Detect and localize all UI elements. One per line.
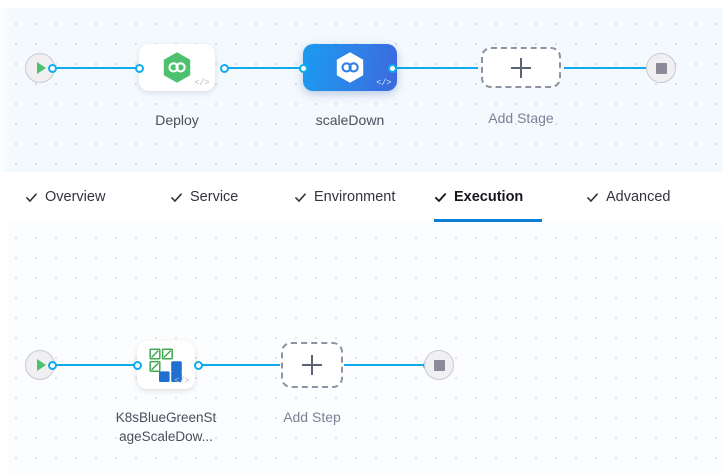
- tab-execution[interactable]: Execution: [434, 172, 542, 222]
- stage-graph-canvas[interactable]: </> Deploy </> scaleDown Add Stage: [0, 8, 723, 172]
- stage-node-scaledown-label: scaleDown: [315, 112, 385, 128]
- plus-icon: [511, 57, 531, 78]
- stage-scaledown-input-port[interactable]: [298, 63, 308, 73]
- harness-cd-hexagon-icon: [336, 52, 364, 83]
- stage-deploy-input-port[interactable]: [134, 63, 144, 73]
- step-input-port[interactable]: [132, 360, 142, 370]
- tab-advanced[interactable]: Advanced: [586, 172, 698, 222]
- stage-node-deploy[interactable]: </>: [139, 44, 215, 91]
- tab-advanced-label: Advanced: [606, 189, 671, 205]
- code-badge-icon[interactable]: </>: [174, 376, 189, 386]
- stage-start-output-port[interactable]: [48, 63, 57, 73]
- play-icon: [37, 62, 46, 74]
- plus-icon: [302, 355, 322, 375]
- step-output-port[interactable]: [193, 360, 203, 370]
- tab-environment[interactable]: Environment: [294, 172, 414, 222]
- k8s-scale-down-icon: [149, 348, 182, 382]
- step-node-label-line1: K8sBlueGreenSt: [115, 410, 217, 425]
- tab-service-label: Service: [190, 189, 239, 205]
- tab-overview-label: Overview: [45, 189, 106, 205]
- edge-start-to-deploy: [52, 67, 146, 69]
- stage-config-tabbar: Overview Service Environment Execution A: [0, 172, 723, 223]
- edge-start-to-step: [52, 364, 140, 366]
- add-stage-label: Add Stage: [488, 110, 554, 126]
- add-step-label: Add Step: [283, 409, 341, 425]
- edge-addstep-to-end: [344, 364, 426, 366]
- code-badge-icon[interactable]: </>: [194, 78, 209, 88]
- check-icon: [587, 192, 598, 202]
- edge-step-to-addstep: [198, 364, 280, 366]
- tab-environment-label: Environment: [314, 189, 396, 205]
- add-stage-button[interactable]: [481, 47, 561, 88]
- code-badge-icon[interactable]: </>: [376, 78, 391, 88]
- step-node-label-line2: ageScaleDow...: [119, 429, 213, 444]
- stage-node-deploy-label: Deploy: [155, 112, 199, 128]
- add-step-button[interactable]: [281, 342, 343, 388]
- check-icon: [295, 192, 306, 202]
- stage-scaledown-output-port[interactable]: [387, 63, 397, 73]
- step-start-node[interactable]: [25, 350, 55, 380]
- tab-service[interactable]: Service: [170, 172, 265, 222]
- play-icon: [37, 359, 46, 371]
- stop-icon: [433, 359, 445, 371]
- edge-scaledown-to-addstage: [392, 67, 478, 69]
- stage-end-node[interactable]: [646, 53, 676, 83]
- check-icon: [171, 192, 182, 202]
- edge-deploy-to-scaledown: [224, 67, 308, 69]
- check-icon: [26, 192, 37, 202]
- step-end-node[interactable]: [424, 350, 454, 380]
- stage-node-scaledown[interactable]: </>: [303, 44, 397, 91]
- stage-deploy-output-port[interactable]: [219, 63, 229, 73]
- edge-addstage-to-end: [564, 67, 652, 69]
- step-node-label: K8sBlueGreenSt ageScaleDow...: [96, 408, 236, 446]
- execution-graph-canvas[interactable]: </> K8sBlueGreenSt ageScaleDow... Add St…: [0, 222, 723, 474]
- harness-cd-hexagon-icon: [163, 52, 191, 83]
- check-icon: [434, 192, 447, 202]
- step-start-output-port[interactable]: [48, 360, 57, 370]
- stop-icon: [655, 62, 667, 74]
- tab-execution-label: Execution: [454, 189, 524, 205]
- tab-overview[interactable]: Overview: [25, 172, 135, 222]
- step-node-k8sbluegreenstagescaledown[interactable]: </>: [137, 341, 195, 389]
